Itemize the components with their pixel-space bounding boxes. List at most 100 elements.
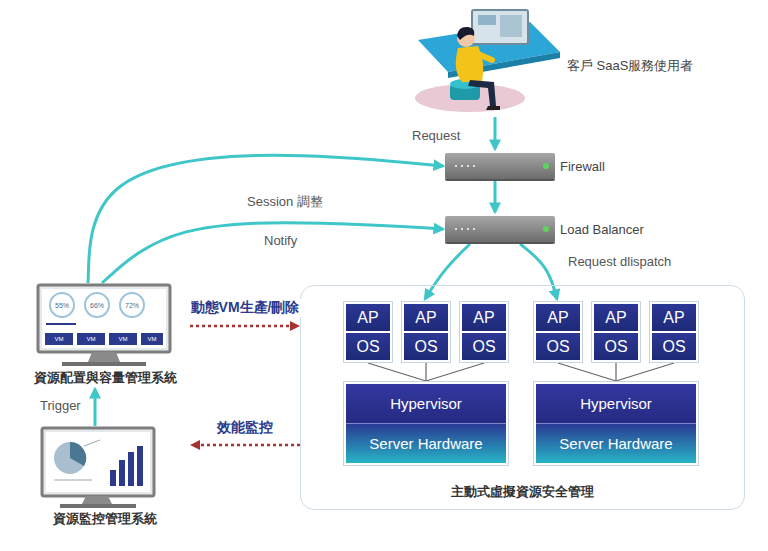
vm-cell: OS <box>594 333 638 360</box>
gauge <box>50 293 74 317</box>
device-dot <box>467 165 469 167</box>
node-text: AP <box>605 309 626 327</box>
node-text: 客戶 SaaS服務使用者 <box>567 57 693 75</box>
device-dot <box>467 228 469 230</box>
node-text: AP <box>663 309 684 327</box>
hypervisor-cell: Hypervisor <box>536 384 696 423</box>
node-text: OS <box>604 338 627 356</box>
node-text: Server Hardware <box>559 435 672 452</box>
node-text: OS <box>662 338 685 356</box>
chart-leader <box>84 440 100 446</box>
screen-pane <box>478 15 496 25</box>
vm-cell: OS <box>346 333 390 360</box>
pie-slice <box>70 442 86 466</box>
gauge-value: 55% <box>55 302 69 309</box>
monitor-base <box>60 504 136 508</box>
hair <box>457 27 474 40</box>
flow-arrow <box>425 244 470 299</box>
hypervisor-box: HypervisorServer Hardware <box>343 381 509 466</box>
node-text: 資源配置與容量管理系統 <box>34 369 177 387</box>
vm-box: AP OS <box>591 301 641 363</box>
vm-box: AP OS <box>459 301 509 363</box>
status-led <box>543 163 549 169</box>
screen-pane <box>500 15 522 37</box>
node-text: OS <box>472 338 495 356</box>
monitor-stand <box>82 496 112 504</box>
vm-cell: AP <box>404 304 448 331</box>
note-label: Notify <box>262 233 299 248</box>
device-dot <box>461 228 463 230</box>
flow-arrow <box>94 389 97 426</box>
hypervisor-cell: Server Hardware <box>346 423 506 463</box>
hypervisor-cell: Hypervisor <box>346 384 506 423</box>
vm-cell: OS <box>536 333 580 360</box>
flow-arrow <box>494 117 497 149</box>
monitor-screen <box>42 289 166 348</box>
bar <box>128 452 134 486</box>
flow-arrow <box>102 223 443 283</box>
node-text: AP <box>473 309 494 327</box>
edge-label: Request <box>410 128 462 143</box>
vm-cell: AP <box>652 304 696 331</box>
arm <box>478 54 492 60</box>
flow-arrow <box>88 155 443 283</box>
bar <box>137 446 143 486</box>
vm-tag: VM <box>87 336 96 342</box>
gauge <box>85 293 109 317</box>
legs <box>468 80 496 106</box>
gauge-value: 66% <box>90 302 104 309</box>
status-led <box>543 226 549 232</box>
device-dot <box>461 165 463 167</box>
gauge-value: 72% <box>125 302 139 309</box>
screen-rule <box>46 323 76 325</box>
link-line <box>426 363 484 381</box>
node-text: Load Balancer <box>560 222 644 237</box>
vm-bar <box>141 333 163 345</box>
node-text: AP <box>415 309 436 327</box>
link-line <box>425 363 426 381</box>
node-text: 主動式虛擬資源安全管理 <box>301 483 744 501</box>
monitoring-monitor <box>42 428 154 508</box>
region-box: 主動式虛擬資源安全管理 AP OS AP OS AP OS HypervisorServer … <box>300 285 745 510</box>
config-system-node: 資源配置與容量管理系統 <box>20 283 190 387</box>
vm-bar <box>77 333 105 345</box>
vm-cell: AP <box>536 304 580 331</box>
node-text: OS <box>546 338 569 356</box>
bar <box>119 460 125 486</box>
device-dot <box>473 228 475 230</box>
monitor-screen <box>46 432 150 492</box>
link-line <box>616 363 674 381</box>
node-text: Server Hardware <box>369 435 482 452</box>
firewall-node: Firewall <box>445 151 605 181</box>
monitor-space <box>100 283 110 369</box>
monitor-space <box>100 426 110 510</box>
device-dot <box>455 228 457 230</box>
gauge <box>120 293 144 317</box>
flow-arrow <box>520 244 557 299</box>
link-line <box>368 363 426 381</box>
node-text: Hypervisor <box>390 395 462 412</box>
link-line <box>558 363 616 381</box>
dashed-arrow <box>192 444 300 447</box>
vm-tag: VM <box>119 336 128 342</box>
monitor-base <box>62 362 146 366</box>
edge-label: 動態VM生產/刪除 <box>189 299 302 317</box>
flow-arrow <box>494 181 497 212</box>
node-text: OS <box>356 338 379 356</box>
vm-bar <box>45 333 73 345</box>
node-text: AP <box>547 309 568 327</box>
monitor-stand <box>88 352 120 362</box>
network-device <box>445 216 555 242</box>
vm-box: AP OS <box>533 301 583 363</box>
vm-cell: OS <box>652 333 696 360</box>
monitor-frame <box>38 285 170 352</box>
pie-chart <box>54 442 86 474</box>
monitoring-system-node: 資源監控管理系統 <box>20 426 190 528</box>
user-illustration <box>415 10 560 112</box>
node-text: 資源監控管理系統 <box>53 510 157 528</box>
monitor-frame <box>42 428 154 496</box>
vm-cell: AP <box>346 304 390 331</box>
shoe <box>486 106 500 110</box>
